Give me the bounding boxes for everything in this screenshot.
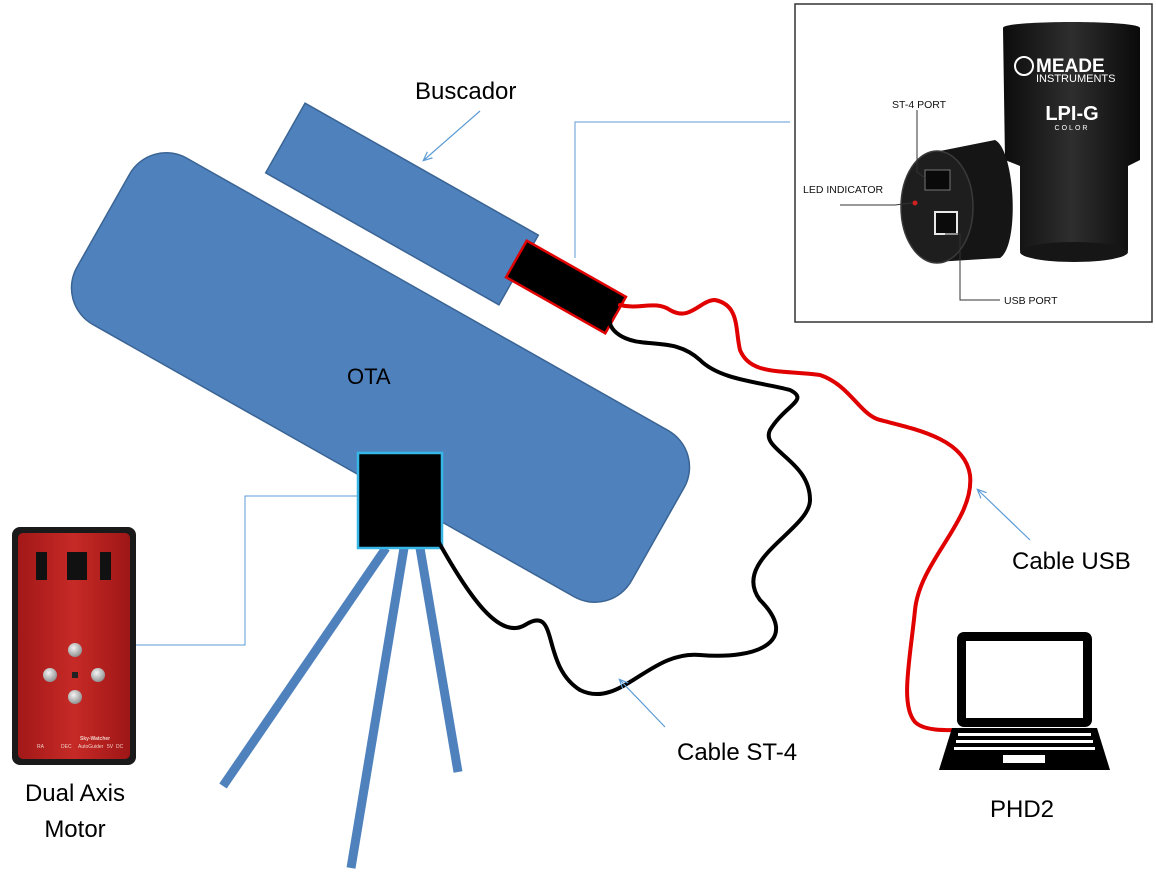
dual-axis-controller-photo: RA DEC AutoGuider 5V DC Sky-Watcher	[12, 527, 136, 765]
switch-3	[76, 552, 87, 580]
meade-logo-icon	[1014, 56, 1034, 76]
tripod-leg-right	[415, 547, 463, 773]
usb-port-icon	[934, 211, 958, 235]
controller-axis-dec: DEC	[61, 744, 72, 750]
st4-cable-label: Cable ST-4	[677, 739, 797, 766]
ra-right-button	[91, 668, 105, 682]
usb-arrow	[978, 490, 1031, 541]
tripod	[219, 545, 463, 869]
controller-photo-connector	[135, 495, 358, 646]
camera-brand: MEADE	[1036, 56, 1105, 77]
camera-photo: MEADE INSTRUMENTS LPI-G COLOR ST-4 PORT …	[794, 3, 1153, 323]
st4-cable	[430, 308, 813, 697]
st4-port-icon	[924, 169, 951, 191]
usb-cable-label: Cable USB	[1012, 548, 1131, 575]
camera-body-upright	[1003, 22, 1140, 259]
st4-port-callout: ST-4 PORT	[892, 99, 947, 111]
tripod-leg-left	[219, 545, 390, 789]
controller-autoguider: AutoGuider	[78, 744, 104, 750]
controller-brand: Sky-Watcher	[80, 736, 110, 742]
finder-label: Buscador	[415, 78, 516, 105]
switch-2	[67, 552, 78, 580]
switch-1	[36, 552, 47, 580]
st4-arrow	[620, 680, 666, 728]
motor-label-line2: Motor	[44, 816, 105, 843]
laptop-icon	[939, 632, 1110, 770]
finder-arrow	[424, 110, 481, 160]
ota-label: OTA	[347, 364, 391, 389]
motor-label-line1: Dual Axis	[25, 780, 125, 807]
camera-rear-face	[900, 150, 974, 264]
computer-label: PHD2	[990, 796, 1054, 823]
ota-tube	[70, 152, 691, 603]
led-indicator-callout: LED INDICATOR	[803, 184, 884, 196]
dec-up-button	[68, 643, 82, 657]
dec-down-button	[68, 690, 82, 704]
ra-left-button	[43, 668, 57, 682]
controller-axis-ra: RA	[37, 744, 45, 750]
tripod-leg-center	[346, 547, 409, 869]
camera-model-sub: COLOR	[1055, 125, 1090, 132]
usb-cable	[618, 297, 973, 733]
camera-model: LPI-G	[1045, 103, 1098, 125]
camera-brand-sub: INSTRUMENTS	[1036, 73, 1115, 85]
switch-4	[100, 552, 111, 580]
controller-5v: 5V	[107, 744, 114, 750]
controller-dc: DC	[116, 744, 124, 750]
mount-head	[356, 451, 444, 550]
led-indicator-icon	[912, 200, 918, 206]
camera-photo-connector	[574, 121, 790, 258]
guide-camera	[504, 238, 628, 336]
usb-port-callout: USB PORT	[1004, 295, 1058, 307]
